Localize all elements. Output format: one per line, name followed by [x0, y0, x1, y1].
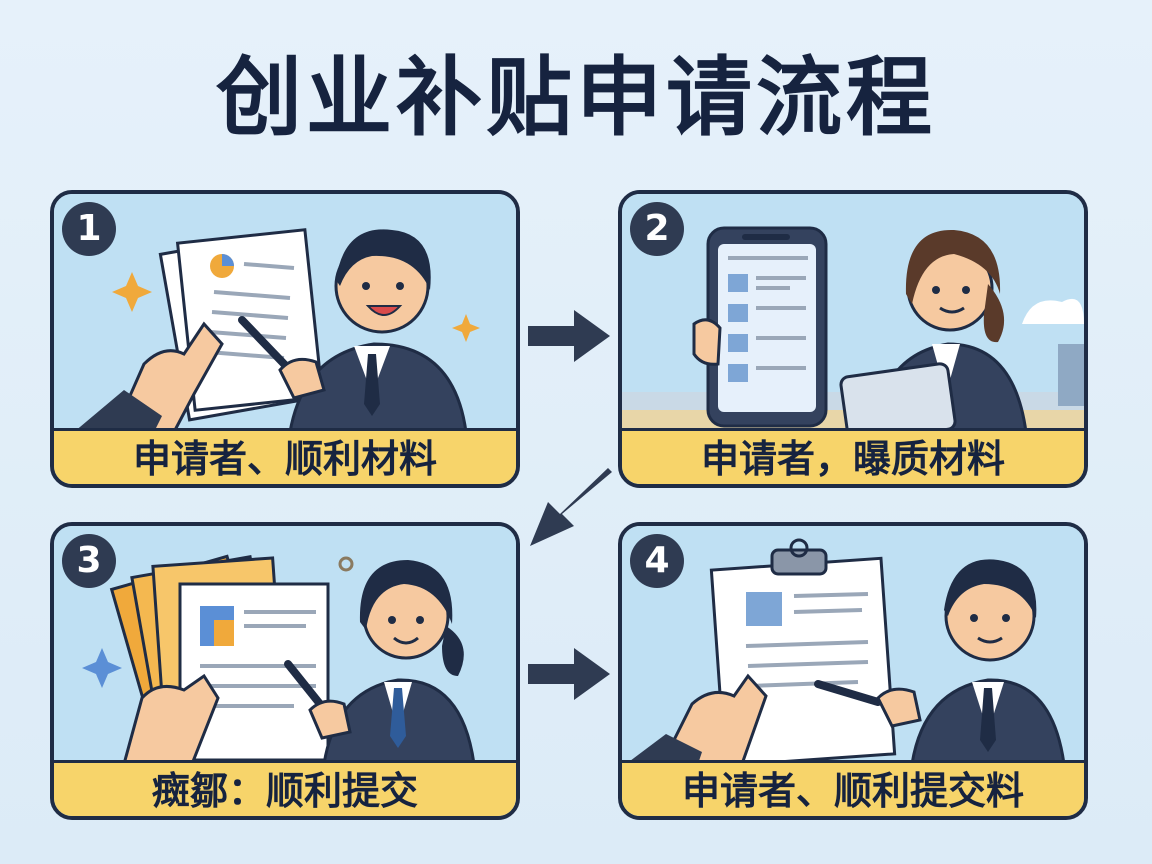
arrow-right-icon [528, 648, 610, 700]
step-number-badge: 4 [630, 534, 684, 588]
arrow-right-icon [528, 310, 610, 362]
step-caption: 申请者、顺利提交料 [622, 760, 1084, 816]
sparkle-icon [112, 272, 152, 312]
step-panel-4: 4 申请者、顺利提交料 [618, 522, 1088, 820]
step-4-illustration [622, 526, 1084, 764]
cloud [1022, 298, 1084, 324]
step-3-illustration [54, 526, 516, 764]
step-number-badge: 1 [62, 202, 116, 256]
step-number-badge: 2 [630, 202, 684, 256]
step-1-illustration [54, 194, 516, 432]
tablet-icon [839, 362, 957, 432]
step-caption: 申请者、顺利材料 [54, 428, 516, 484]
step-caption: 癍鄒：顺利提交 [54, 760, 516, 816]
arrow-down-left-icon [530, 468, 612, 546]
page-title: 创业补贴申请流程 [216, 48, 936, 148]
sparkle-icon [452, 314, 480, 342]
sleeve [74, 390, 162, 432]
step-caption: 申请者，曝质材料 [622, 428, 1084, 484]
pen-icon [814, 680, 882, 706]
step-number-badge: 3 [62, 534, 116, 588]
step-panel-3: 3 癍鄒：顺利提交 [50, 522, 520, 820]
phone-icon [706, 226, 828, 428]
document-icon [178, 582, 330, 762]
pen-icon [238, 316, 290, 370]
sparkle-icon [82, 648, 122, 688]
step-panel-1: 1 申请者、顺利材料 [50, 190, 520, 488]
step-2-illustration [622, 194, 1084, 432]
step-panel-2: 2 [618, 190, 1088, 488]
